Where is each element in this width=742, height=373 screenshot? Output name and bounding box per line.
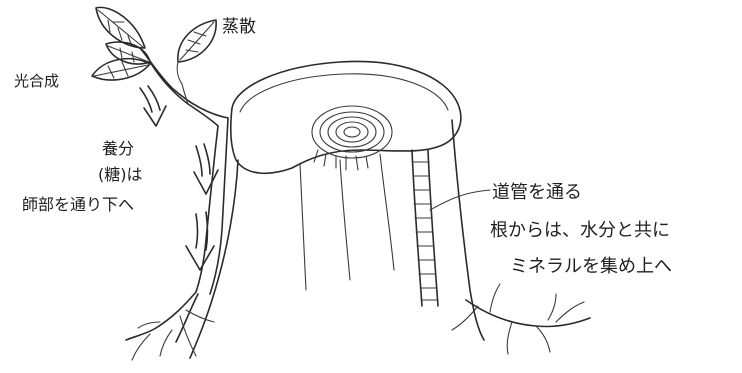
roots [125,283,591,361]
branch [139,47,229,295]
label-vessel-title: 道管を通る [492,182,582,203]
leaf-top [95,6,146,49]
label-vessel-line3: ミネラルを集め上へ [510,256,672,277]
downward-arrows [139,85,219,271]
label-nutrients-line2: (糖)は [98,165,143,184]
vessel-leader-line [429,189,491,211]
label-photosynthesis: 光合成 [14,72,59,90]
label-vessel-line2: 根からは、水分と共に [490,220,670,241]
leaf-right [176,19,217,85]
label-nutrients-line3: 師部を通り下へ [22,195,134,214]
arrow-3 [185,211,215,271]
label-transpiration: 蒸散 [222,17,256,37]
labels: 蒸散 光合成 養分 (糖)は 師部を通り下へ 道管を通る 根からは、水分と共に … [14,17,672,277]
label-nutrients-line1: 養分 [102,139,134,158]
xylem-vessel [411,149,439,307]
arrow-2 [193,143,219,195]
annual-rings [311,105,393,171]
leaf-lower [91,57,151,81]
arrow-1 [139,85,167,127]
leaves [91,6,217,85]
stump [189,60,485,359]
